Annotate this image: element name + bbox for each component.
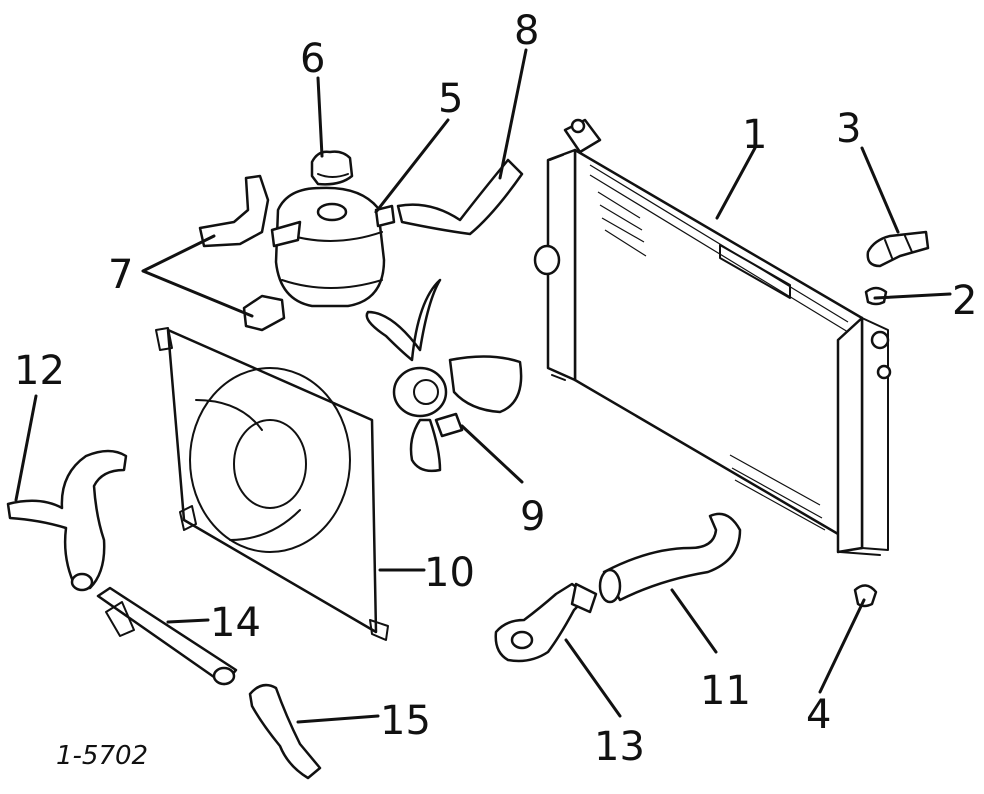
reservoir-tank (270, 186, 396, 308)
cooling-fan (365, 278, 523, 473)
overflow-hose (396, 158, 524, 236)
leader-lines (14, 48, 952, 724)
callout-15: 15 (380, 698, 431, 744)
coolant-pipe (96, 586, 238, 686)
callout-12: 12 (14, 348, 65, 394)
callout-9: 9 (520, 494, 545, 540)
reservoir-mounting-brackets (198, 174, 286, 332)
callout-8: 8 (514, 8, 539, 54)
figure-code: 1-5702 (56, 741, 148, 771)
callout-7: 7 (108, 252, 133, 298)
callout-labels: 1 2 3 4 5 6 7 8 9 10 11 12 13 14 15 1-57… (14, 8, 977, 771)
callout-4: 4 (806, 692, 831, 738)
heater-hose-lower (248, 683, 322, 780)
fan-shroud (155, 327, 389, 641)
drain-plug (864, 286, 888, 306)
lower-radiator-hose (598, 512, 742, 604)
callout-11: 11 (700, 668, 751, 714)
callout-5: 5 (438, 76, 463, 122)
callout-3: 3 (836, 106, 861, 152)
callout-10: 10 (424, 550, 475, 596)
callout-2: 2 (952, 278, 977, 324)
thermostat-housing (494, 582, 598, 663)
callout-1: 1 (742, 112, 767, 158)
radiator (533, 118, 892, 556)
callout-6: 6 (300, 36, 325, 82)
callout-13: 13 (594, 724, 645, 770)
radiator-grommet (853, 584, 878, 608)
callout-14: 14 (210, 600, 261, 646)
heater-hose-upper (6, 449, 128, 592)
radiator-bracket (866, 230, 930, 268)
reservoir-cap (310, 150, 354, 186)
